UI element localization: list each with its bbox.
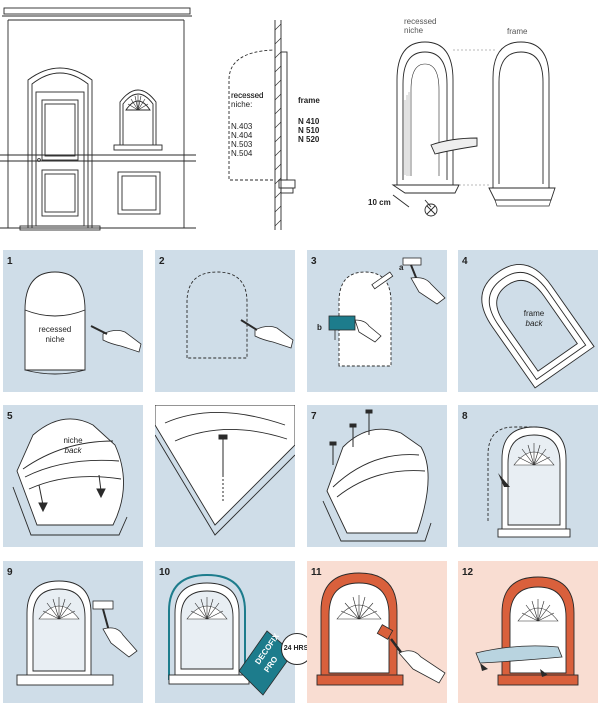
step-number-7: 7 [311, 411, 317, 422]
niche-section-drawing: recessed [228, 20, 296, 230]
jigsaw-icon [328, 315, 382, 343]
paintbrush-icon [376, 624, 446, 684]
niche-code: N.404 [231, 131, 253, 140]
step-panel-6: 6 [155, 405, 295, 547]
step-panel-8: 8 [458, 405, 598, 547]
fan-shell-icon [38, 597, 80, 620]
fan-shell-icon [517, 599, 559, 622]
clock-24hrs-label: 24 HRS. [283, 645, 311, 652]
step-number-4: 4 [462, 256, 468, 267]
step5-label-back: back [65, 446, 83, 455]
facade-elevation [0, 7, 196, 231]
frame-code: N 520 [298, 135, 320, 144]
step3-label-a: a [399, 263, 404, 272]
step-panel-5: 5 niche back [3, 405, 143, 547]
step-number-1: 1 [7, 256, 13, 267]
step-panel-4: 4 frame back [458, 250, 598, 392]
step-panel-7: 7 [307, 405, 447, 547]
step-number-3: 3 [311, 256, 317, 267]
fan-shell-icon [336, 595, 382, 620]
niche-code: N.504 [231, 149, 253, 158]
fan-shell-icon [513, 443, 555, 466]
step-panel-3: 3 a b [307, 250, 447, 392]
niche-code: N.503 [231, 140, 253, 149]
step-panel-12: 12 [458, 561, 598, 703]
step1-label-recessed: recessed [39, 325, 71, 334]
step-number-12: 12 [462, 567, 474, 578]
frame-code: N 410 [298, 117, 320, 126]
step-panel-11: 11 [307, 561, 447, 703]
screw-icon [329, 409, 373, 465]
recessed-niche-label: recessed [231, 91, 263, 100]
screw-icon [218, 434, 228, 501]
step-number-11: 11 [311, 567, 322, 578]
step-panel-9: 9 [3, 561, 143, 703]
frame-text: frame [298, 96, 320, 105]
arrow-down-icon [38, 474, 106, 513]
depth-label: 10 cm [368, 198, 391, 207]
step-panel-2: 2 [155, 250, 295, 392]
step-number-8: 8 [462, 411, 468, 422]
step-number-10: 10 [159, 567, 171, 578]
step-panel-10: 10 DECOFIX PRO [155, 561, 295, 703]
step-number-5: 5 [7, 411, 13, 422]
shelf-icon [475, 645, 563, 664]
step5-label-niche: niche [63, 436, 83, 445]
step-panel-1: 1 recessed niche [3, 250, 143, 392]
hand-with-pencil-icon [240, 319, 294, 349]
hammer-icon [402, 257, 446, 305]
frame-code: N 510 [298, 126, 320, 135]
step4-label-frame: frame [524, 309, 545, 318]
niche-code: N.403 [231, 122, 253, 131]
arrow-down-icon [480, 663, 548, 677]
step-number-2: 2 [159, 256, 165, 267]
perspective-frame-label: frame [507, 27, 528, 36]
hand-with-pencil-icon [90, 325, 142, 353]
recessed-niche-text: recessed niche: [231, 91, 264, 109]
perspective-drawing [391, 41, 556, 217]
fan-shell-icon [186, 597, 228, 620]
step-number-9: 9 [7, 567, 13, 578]
chisel-icon [371, 271, 394, 290]
perspective-niche-label: recessed niche [404, 17, 437, 35]
step3-label-b: b [317, 323, 322, 332]
step4-label-back: back [526, 319, 544, 328]
arrow-icon [498, 473, 510, 487]
hammer-icon [92, 600, 138, 658]
step1-label-niche: niche [45, 335, 65, 344]
